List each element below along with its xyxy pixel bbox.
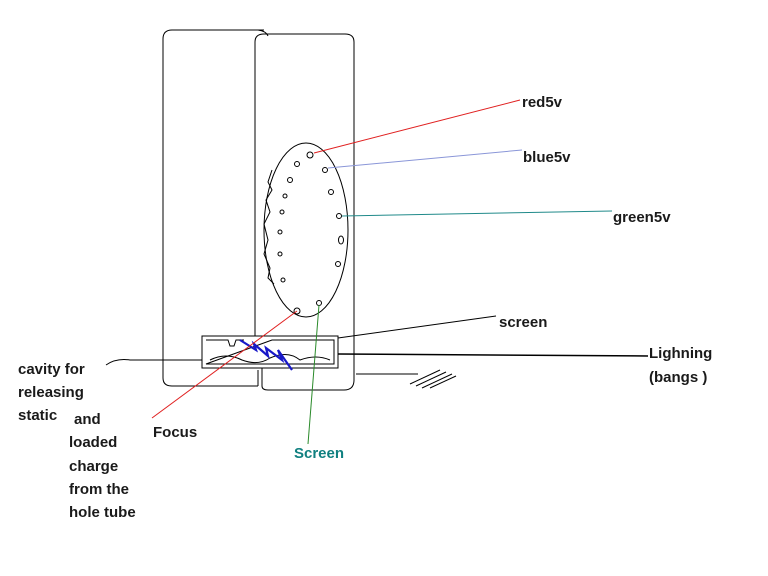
label-and-line4: from the [69, 481, 129, 498]
red-wire [313, 99, 521, 154]
label-blue5v: blue5v [523, 149, 571, 166]
pin-11 [277, 251, 283, 257]
pin-12 [335, 261, 341, 267]
label-screen-bottom: Screen [294, 445, 344, 462]
pin-7 [279, 209, 285, 215]
pin-13 [280, 277, 286, 283]
back-tube-outline [162, 29, 264, 387]
pin-1 [306, 151, 314, 159]
label-and-line2: loaded [69, 434, 117, 451]
label-and-line5: hole tube [69, 504, 136, 521]
pin-10 [338, 235, 344, 245]
label-screen-top: screen [499, 314, 547, 331]
label-and-line1: and [74, 411, 101, 428]
pin-5 [328, 189, 334, 195]
pin-2 [294, 161, 300, 167]
back-tube-right-edge [257, 29, 269, 37]
socket-ellipse [263, 142, 349, 318]
label-and-line3: charge [69, 458, 118, 475]
ground-hatch [356, 369, 457, 389]
screen-top-wire [337, 315, 497, 339]
label-lightning-line2: (bangs ) [649, 369, 707, 386]
label-lightning-line1: Lighning [649, 345, 712, 362]
focus-wire [151, 310, 298, 419]
blue-wire [327, 149, 523, 169]
socket-jagged-edge [263, 169, 275, 285]
screen-bottom-wire [307, 304, 320, 445]
green-wire [341, 210, 613, 217]
spark-zigzag [239, 339, 293, 371]
label-cavity-line2: releasing [18, 384, 84, 401]
pin-4 [287, 177, 293, 183]
label-cavity-line1: cavity for [18, 361, 85, 378]
label-red5v: red5v [522, 94, 563, 111]
lightning-wire [337, 353, 649, 357]
pin-9 [277, 229, 283, 235]
pin-15 [316, 300, 322, 306]
pin-8 [336, 213, 342, 219]
pin-6 [282, 193, 288, 199]
cavity-wire [105, 359, 202, 366]
socket-pins [277, 151, 344, 315]
base-box-wave [209, 354, 331, 364]
pin-14 [293, 307, 301, 315]
front-tube-outline [254, 33, 355, 391]
label-focus: Focus [153, 424, 197, 441]
label-cavity-line3: static [18, 407, 57, 424]
label-green5v: green5v [613, 209, 671, 226]
pin-3 [322, 167, 328, 173]
